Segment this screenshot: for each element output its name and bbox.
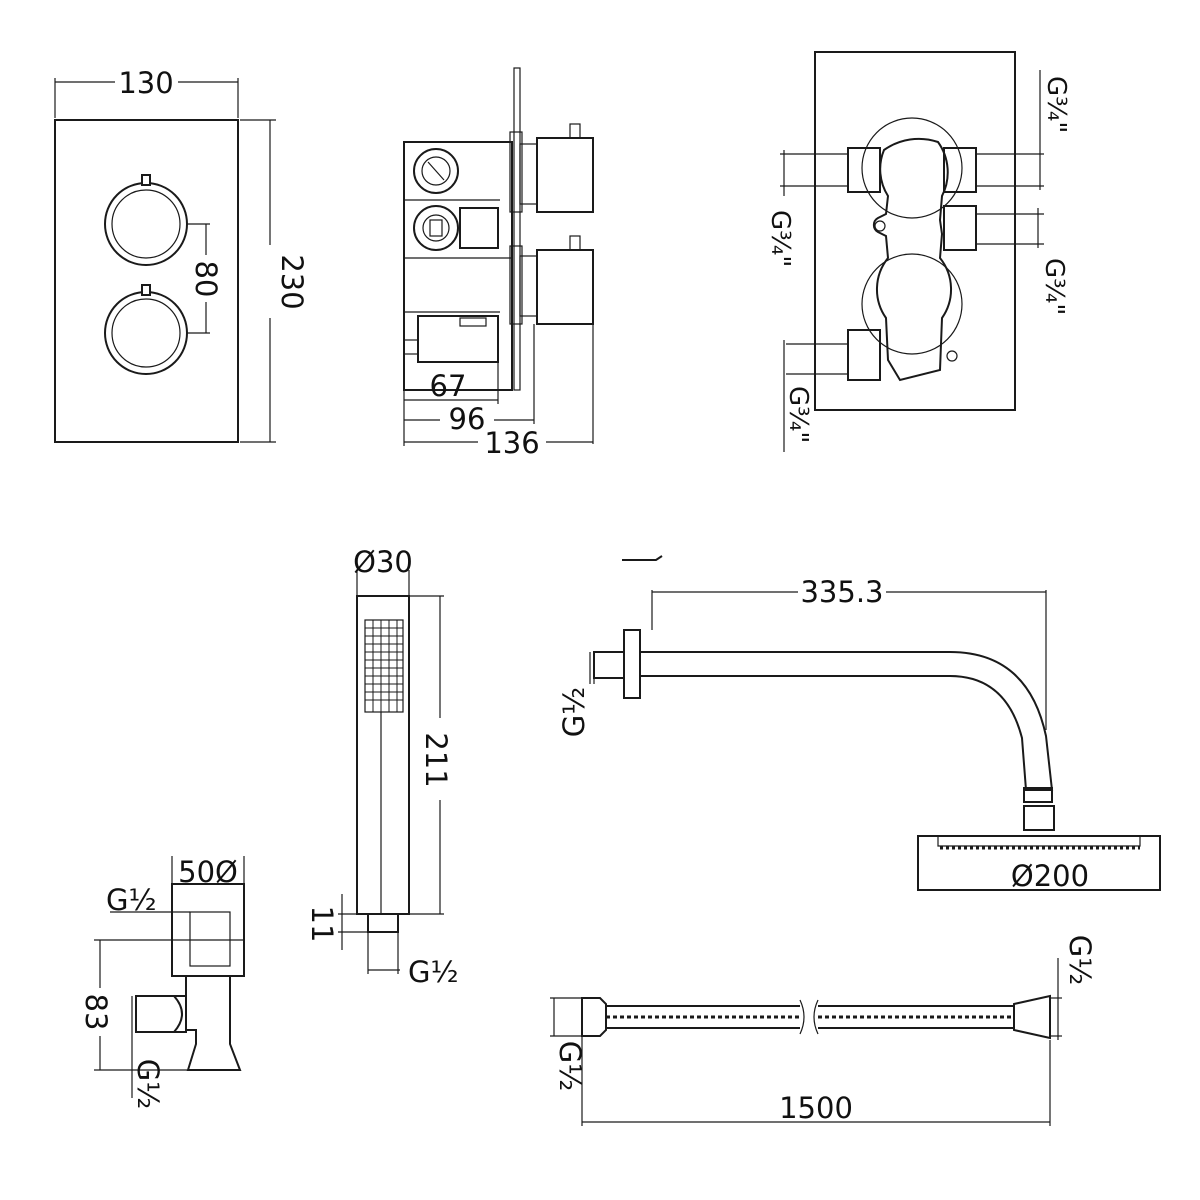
side-knob-lower (536, 249, 594, 325)
side-dim-136: 136 (484, 426, 539, 460)
handset-connector: 11 (305, 906, 339, 943)
elbow-diameter: 50Ø (178, 855, 238, 889)
front-plate (54, 119, 239, 443)
head-view: 335.3 G½ Ø200 (557, 555, 1161, 893)
rear-thread-mid-right: G¾" (1039, 258, 1069, 315)
side-view: 67 96 136 (403, 67, 594, 460)
rear-thread-bottom-left: G¾" (783, 386, 813, 443)
knob-spacing-label: 80 (189, 261, 223, 298)
hose-length: 1500 (779, 1091, 853, 1125)
arm-thread: G½ (557, 687, 591, 738)
rear-view: G¾" G¾" G¾" G¾" (765, 51, 1071, 452)
handset-length: 211 (419, 732, 453, 787)
hose-body (606, 1005, 1014, 1029)
side-plate (513, 67, 521, 391)
handset-view: Ø30 211 11 G½ (305, 545, 459, 989)
elbow-view: 50Ø G½ 83 G½ (79, 855, 245, 1110)
arm-length: 335.3 (800, 575, 883, 609)
handset-thread: G½ (408, 955, 459, 989)
side-knob-upper (536, 137, 594, 213)
elbow-plate (171, 883, 245, 977)
knob-upper (104, 174, 188, 266)
elbow-thread-bottom: G½ (131, 1059, 165, 1110)
elbow-thread-top: G½ (106, 883, 157, 917)
front-width-label: 130 (118, 66, 173, 100)
side-dim-67: 67 (430, 369, 467, 403)
hose-view: G½ G½ 1500 (550, 935, 1097, 1126)
front-view: 130 230 80 (54, 66, 309, 443)
head-diameter: Ø200 (1011, 859, 1089, 893)
knob-lower (104, 284, 188, 375)
rear-plate (814, 51, 1016, 411)
front-height-label: 230 (275, 254, 309, 309)
hose-thread-left: G½ (553, 1041, 587, 1092)
rear-thread-inlet-left: G¾" (765, 210, 795, 267)
side-dim-96: 96 (449, 402, 486, 436)
handset-diameter: Ø30 (353, 545, 413, 579)
hose-thread-right: G½ (1063, 935, 1097, 986)
shower-arm (640, 651, 1054, 791)
rear-thread-top-right: G¾" (1041, 76, 1071, 133)
elbow-height: 83 (79, 994, 113, 1031)
